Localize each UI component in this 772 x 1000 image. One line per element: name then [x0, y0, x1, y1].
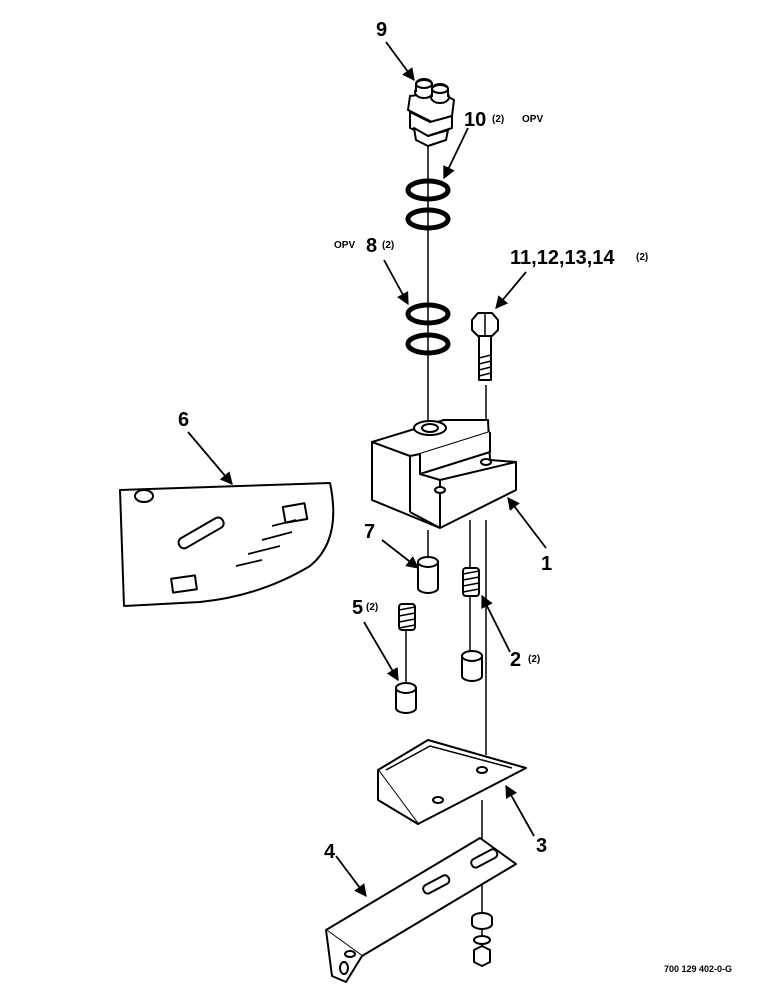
- callout-5-qty: (2): [366, 602, 378, 613]
- part-11-bolt: [471, 312, 499, 381]
- callout-8: 8: [366, 235, 377, 257]
- callout-2-qty: (2): [528, 654, 540, 665]
- callout-7: 7: [364, 521, 375, 543]
- part-8-o-rings: [405, 302, 451, 356]
- bottom-hardware: [471, 912, 493, 967]
- callout-5: 5: [352, 597, 363, 619]
- part-2-spring: [461, 567, 483, 682]
- callout-1: 1: [541, 553, 552, 575]
- part-7-pin: [417, 556, 439, 594]
- part-10-o-rings: [405, 178, 451, 231]
- drawing-number: 700 129 402-0-G: [664, 964, 732, 974]
- callout-10-qty: (2): [492, 114, 504, 125]
- part-6-plate: [119, 482, 335, 607]
- callout-2: 2: [510, 649, 521, 671]
- callout-8-qty: (2): [382, 240, 394, 251]
- callout-11-14-qty: (2): [636, 252, 648, 263]
- callout-10: 10: [464, 109, 486, 131]
- callout-3: 3: [536, 835, 547, 857]
- part-5-spring: [395, 603, 417, 714]
- part-4-angle-bar: [325, 837, 517, 983]
- callout-10-note: OPV: [522, 114, 543, 125]
- callout-8-note: OPV: [334, 240, 355, 251]
- callout-11-14: 11,12,13,14: [510, 247, 615, 269]
- callout-9: 9: [376, 19, 387, 41]
- assembly-axis-lines: [405, 140, 487, 950]
- callout-labels: 9 10 (2) OPV OPV 8 (2) 11,12,13,14 (2) 6…: [178, 19, 732, 974]
- part-3-bracket: [377, 739, 527, 825]
- callout-4: 4: [324, 841, 336, 863]
- part-9-switch: [407, 78, 455, 147]
- part-1-block: [371, 419, 517, 529]
- callout-leaders: [187, 41, 547, 898]
- callout-6: 6: [178, 409, 189, 431]
